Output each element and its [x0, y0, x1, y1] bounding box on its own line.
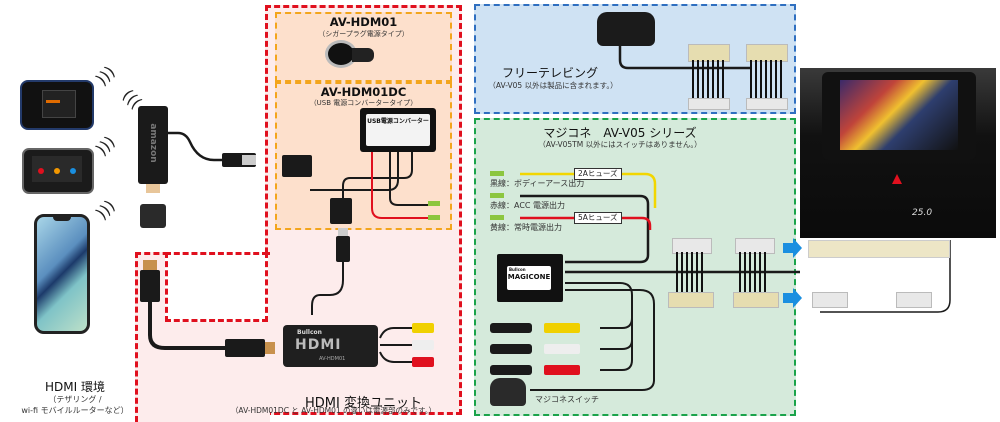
- converter-label: USB電源コンバーター: [367, 118, 429, 125]
- hdmi-env-subtitle-1: （テザリング /: [48, 395, 102, 404]
- harness-wires: [676, 252, 706, 292]
- hdmi-box-model: AV-HDM01: [319, 356, 346, 362]
- hdmi-env-title: HDMI 環境: [45, 380, 105, 394]
- free-tv-title: フリーテレビング: [501, 66, 598, 80]
- hdmi-cable-cutout: [165, 252, 268, 322]
- usb-converter: USB電源コンバーター: [360, 108, 436, 152]
- hdmi-converter-box: Bullcon HDMI AV-HDM01: [283, 325, 378, 367]
- usb-female-port: [330, 198, 352, 224]
- smartphone: [34, 214, 90, 334]
- cigar-plug-tip: [352, 48, 374, 62]
- display-video: [840, 80, 958, 150]
- car-connector: [808, 240, 950, 258]
- harness-wires: [692, 60, 724, 98]
- magicone-logo: MAGICONE: [507, 273, 551, 281]
- switch-label: マジコネスイッチ: [535, 395, 599, 404]
- rca-plug-white: [544, 344, 580, 354]
- variant-2-desc: （USB 電源コンバータータイプ）: [309, 99, 418, 107]
- car-connector: [896, 292, 932, 308]
- car-display: [822, 72, 976, 160]
- mobile-router-1: [20, 80, 94, 130]
- free-tv-region: [474, 4, 796, 114]
- hdmi-connector-left-body: [140, 270, 160, 302]
- stick-brand-label: amazon: [148, 123, 158, 163]
- usb-plug-icon: [222, 153, 256, 167]
- hdmi-box-brand: Bullcon: [297, 329, 322, 336]
- hdmi-connector-right-tip: [265, 342, 275, 354]
- variant-av-hdm01-box: [275, 12, 452, 82]
- rca-plug-white: [412, 340, 434, 350]
- rca-jack: [490, 323, 532, 333]
- fuse-2a: 2Aヒューズ: [574, 168, 622, 180]
- rca-plug-red: [544, 365, 580, 375]
- free-tv-device: [597, 12, 655, 46]
- magicone-brand: Bullcon: [509, 267, 526, 272]
- magicone-title: マジコネ AV-V05 シリーズ: [543, 126, 697, 140]
- mobile-router-2: [22, 148, 94, 194]
- rca-jack: [490, 365, 532, 375]
- wire-label-ground: 黒線：ボディーアース出力: [490, 179, 585, 188]
- hazard-button: [892, 174, 902, 184]
- harness-wires: [750, 60, 782, 98]
- streaming-stick: amazon: [138, 106, 168, 184]
- usb-male-plug: [336, 228, 350, 262]
- wire-label-acc: 赤線：ACC 電源出力: [490, 201, 566, 210]
- variant-1-model: AV-HDM01: [329, 15, 398, 29]
- harness-wires: [739, 252, 769, 292]
- harness-connector: [688, 98, 730, 110]
- free-tv-note: （AV-V05 以外は製品に含まれます。）: [488, 81, 618, 90]
- hdmi-connector-left: [143, 260, 157, 270]
- rca-plug-red: [412, 357, 434, 367]
- hdmi-connector-right: [225, 339, 265, 357]
- climate-temp: 25.0: [912, 208, 933, 218]
- rca-plug-yellow: [412, 323, 434, 333]
- hdmi-logo: HDMI: [295, 337, 342, 353]
- usb-female-port: [282, 155, 312, 177]
- hdmi-adapter: [140, 204, 166, 228]
- harness-connector: [733, 292, 779, 308]
- harness-connector: [746, 98, 788, 110]
- magicone-switch[interactable]: [490, 378, 526, 406]
- rca-jack: [490, 344, 532, 354]
- car-connector: [812, 292, 848, 308]
- magicone-box: Bullcon MAGICONE: [497, 254, 563, 302]
- fuse-5a: 5Aヒューズ: [574, 212, 622, 224]
- hdmi-unit-title: HDMI 変換ユニット: [305, 396, 422, 411]
- wire-label-constant: 黄線：常時電源出力: [490, 223, 562, 232]
- variant-1-desc: （シガープラグ電源タイプ）: [318, 30, 409, 38]
- rca-plug-yellow: [544, 323, 580, 333]
- magicone-note: （AV-V05TM 以外にはスイッチはありません。）: [538, 140, 702, 149]
- variant-2-model: AV-HDM01DC: [320, 85, 407, 99]
- hdmi-plug: [146, 184, 160, 193]
- hdmi-unit-note: （AV-HDM01DC と AV-HDM01 の違いは電源部のみです。）: [230, 406, 437, 415]
- harness-connector: [668, 292, 714, 308]
- hdmi-env-subtitle-2: wi-fi モバイルルーターなど）: [21, 406, 129, 415]
